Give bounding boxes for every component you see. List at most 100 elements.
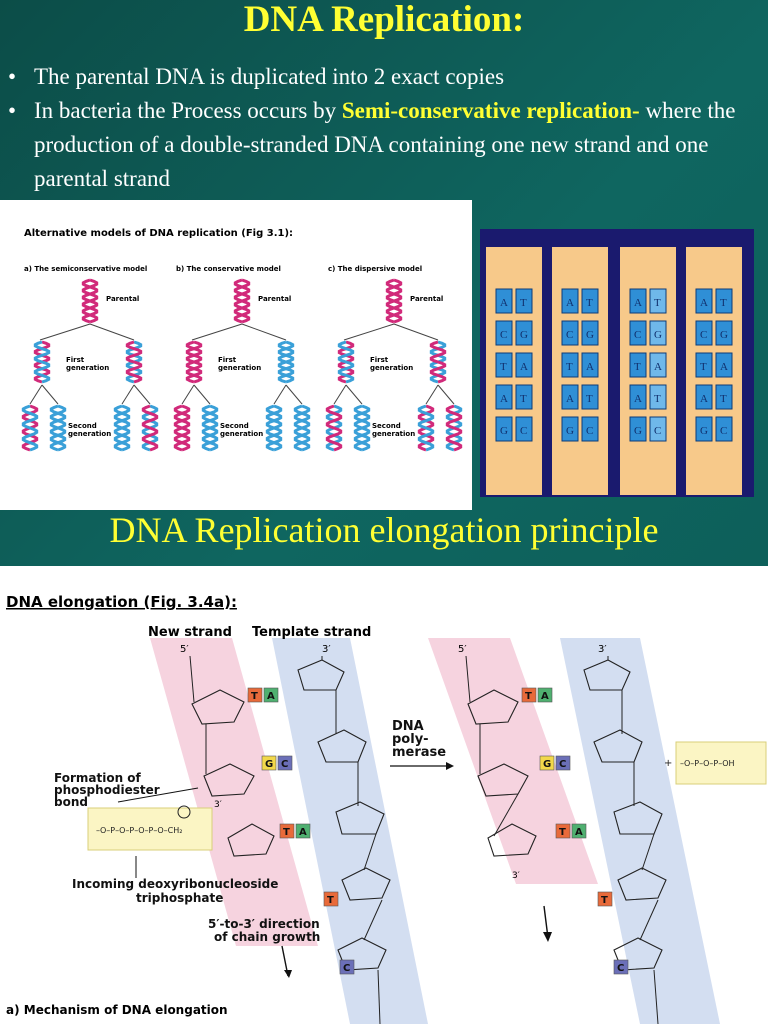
base-box bbox=[521, 687, 537, 703]
phosphate-groups: –O–P–O–P–O–P–O–CH₂ –O–P–O–P–OH + bbox=[96, 758, 735, 835]
lineage-arrow bbox=[425, 384, 439, 405]
dna-helix bbox=[417, 404, 435, 452]
base-block-shape bbox=[629, 320, 647, 346]
base-letter: T bbox=[720, 393, 727, 405]
base-letter: A bbox=[500, 393, 508, 405]
phosphate-group: –O–P–O–P–OH bbox=[680, 759, 735, 768]
helix-strand bbox=[337, 340, 355, 384]
dna-helix bbox=[81, 278, 99, 324]
template-base: C bbox=[613, 959, 629, 975]
backbone-line bbox=[641, 833, 655, 871]
lineage-arrow bbox=[29, 384, 43, 405]
second-generation-label: generation bbox=[68, 430, 111, 438]
base-letter: C bbox=[720, 425, 727, 437]
label-line: bond bbox=[54, 795, 88, 809]
base-block-shape bbox=[695, 320, 713, 346]
base-block: G bbox=[495, 416, 513, 442]
models-group: a) The semiconservative modelParentalFir… bbox=[21, 265, 463, 452]
base-block-shape bbox=[515, 352, 533, 378]
base-letter: C bbox=[700, 329, 707, 341]
replication-model: a) The semiconservative modelParentalFir… bbox=[21, 265, 159, 452]
helix-strand bbox=[21, 404, 39, 452]
strip-paper bbox=[686, 247, 742, 495]
new-base: T bbox=[279, 823, 295, 839]
base-block: A bbox=[561, 288, 579, 314]
base-letter: A bbox=[586, 361, 594, 373]
new-base: T bbox=[555, 823, 571, 839]
base-block: C bbox=[581, 416, 599, 442]
base-block: A bbox=[515, 352, 533, 378]
backbone-line bbox=[653, 969, 659, 1024]
five-prime-label: 5′ bbox=[180, 644, 189, 655]
dna-helix bbox=[385, 278, 403, 324]
backbone-line bbox=[363, 833, 377, 871]
first-generation-label: generation bbox=[370, 364, 413, 372]
base-block-shape bbox=[561, 416, 579, 442]
base-box bbox=[339, 959, 355, 975]
base-letter: A bbox=[654, 361, 662, 373]
base-block-shape bbox=[695, 352, 713, 378]
base-letter: C bbox=[559, 759, 566, 770]
new-strand-band-right bbox=[428, 638, 598, 884]
base-letter: G bbox=[654, 329, 662, 341]
first-generation-label: generation bbox=[66, 364, 109, 372]
helix-strand bbox=[233, 278, 251, 324]
base-block-shape bbox=[581, 288, 599, 314]
base-block-shape bbox=[581, 416, 599, 442]
lineage-arrow bbox=[273, 384, 287, 405]
sugar-ring bbox=[583, 659, 631, 691]
base-block: C bbox=[695, 320, 713, 346]
base-block-shape bbox=[715, 416, 733, 442]
dna-helix bbox=[173, 404, 191, 452]
sugar-rings bbox=[191, 659, 667, 971]
bullet-item: • The parental DNA is duplicated into 2 … bbox=[8, 60, 758, 94]
lineage-arrow bbox=[89, 323, 135, 341]
base-letter: T bbox=[654, 393, 661, 405]
label-line: Incoming deoxyribonucleoside bbox=[72, 877, 278, 891]
base-block: A bbox=[695, 384, 713, 410]
base-block-shape bbox=[495, 416, 513, 442]
base-letter: A bbox=[634, 393, 642, 405]
helix-strand bbox=[33, 340, 51, 384]
base-block: G bbox=[629, 416, 647, 442]
dna-helix bbox=[265, 404, 283, 452]
replication-model: b) The conservative modelParentalFirstge… bbox=[173, 265, 311, 452]
helix-strand bbox=[49, 404, 67, 452]
dna-helix bbox=[49, 404, 67, 452]
bond-circle bbox=[177, 805, 191, 819]
base-block: T bbox=[581, 384, 599, 410]
base-letter: T bbox=[500, 361, 507, 373]
backbone-line bbox=[189, 655, 195, 703]
chain-growth-arrowhead bbox=[543, 932, 552, 942]
base-block: A bbox=[649, 352, 667, 378]
dna-helix bbox=[201, 404, 219, 452]
second-generation-label: Second bbox=[372, 422, 401, 430]
helix-strand bbox=[125, 340, 143, 384]
helix-strand bbox=[429, 340, 447, 384]
template-base: A bbox=[295, 823, 311, 839]
base-block-shape bbox=[629, 416, 647, 442]
base-block: T bbox=[715, 288, 733, 314]
base-block-shape bbox=[695, 288, 713, 314]
helix-strand bbox=[417, 404, 435, 452]
lineage-arrow bbox=[437, 384, 455, 405]
base-block-shape bbox=[715, 384, 733, 410]
base-letter: C bbox=[343, 963, 350, 974]
lineage-arrow bbox=[133, 384, 151, 405]
base-letter: G bbox=[265, 759, 273, 770]
lineage-arrow bbox=[345, 384, 363, 405]
base-block: T bbox=[649, 288, 667, 314]
base-box bbox=[263, 687, 279, 703]
dna-helix bbox=[325, 404, 343, 452]
dna-helix bbox=[185, 340, 203, 384]
base-block: G bbox=[581, 320, 599, 346]
base-letter: G bbox=[720, 329, 728, 341]
helix-strand bbox=[385, 278, 403, 324]
incoming-label: Incoming deoxyribonucleoside triphosphat… bbox=[72, 877, 278, 905]
base-block: G bbox=[715, 320, 733, 346]
direction-arrowhead bbox=[284, 970, 292, 978]
new-base: G bbox=[539, 755, 555, 771]
base-block: T bbox=[495, 352, 513, 378]
base-letter: C bbox=[586, 425, 593, 437]
